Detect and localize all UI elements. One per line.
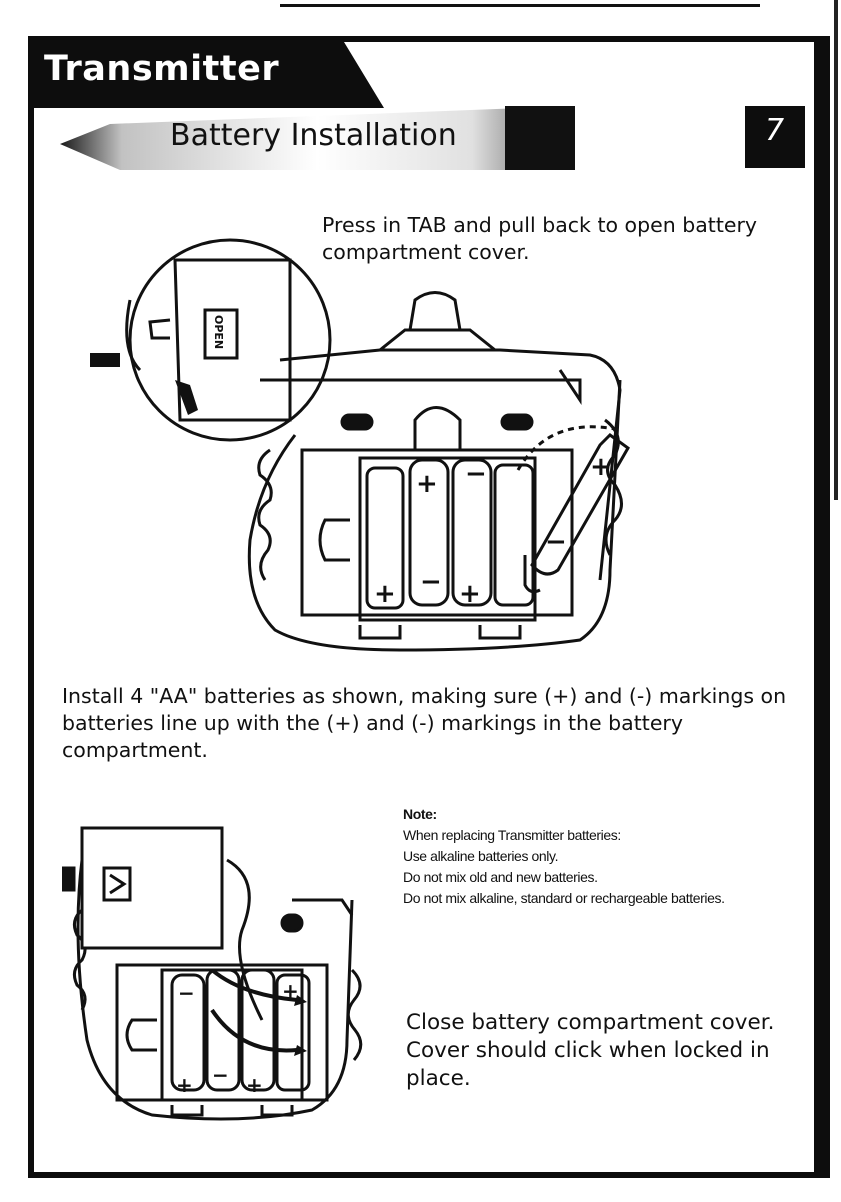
battery-compartment-illustration: + + + + − − − OPEN [90,238,630,652]
note-title: Note: [403,806,437,822]
page-number-box [745,106,805,168]
open-cover-instruction: Press in TAB and pull back to open batte… [322,213,758,264]
note-line: When replacing Transmitter batteries: [403,827,621,843]
note-line: Do not mix old and new batteries. [403,869,598,885]
note-block: Note: When replacing Transmitter batteri… [403,804,808,909]
plus-sign: + [459,579,481,609]
minus-sign: − [178,981,195,1005]
page-number: 7 [765,113,785,148]
right-edge-mark [834,0,838,500]
section-title-tab [34,42,384,108]
top-rule [280,4,760,7]
close-cover-instruction: Close battery compartment cover. Cover s… [406,1010,775,1091]
minus-sign: − [545,527,567,557]
plus-sign: + [176,1073,193,1097]
plus-sign: + [416,469,438,499]
note-line: Use alkaline batteries only. [403,848,559,864]
minus-sign: − [212,1063,229,1087]
subtitle-band [60,104,575,172]
install-batteries-instruction: Install 4 "AA" batteries as shown, makin… [62,684,787,762]
plus-sign: + [246,1073,263,1097]
minus-sign: − [465,459,487,489]
plus-sign: + [374,579,396,609]
note-line: Do not mix alkaline, standard or recharg… [403,890,725,906]
open-label: OPEN [212,315,225,349]
plus-sign: + [590,452,612,482]
plus-sign: + [282,979,299,1003]
close-cover-illustration: + + + − − [62,826,363,1121]
section-title: Transmitter [44,49,280,89]
minus-sign: − [420,567,442,597]
page-frame [28,36,830,1178]
page-subtitle: Battery Installation [170,118,457,153]
